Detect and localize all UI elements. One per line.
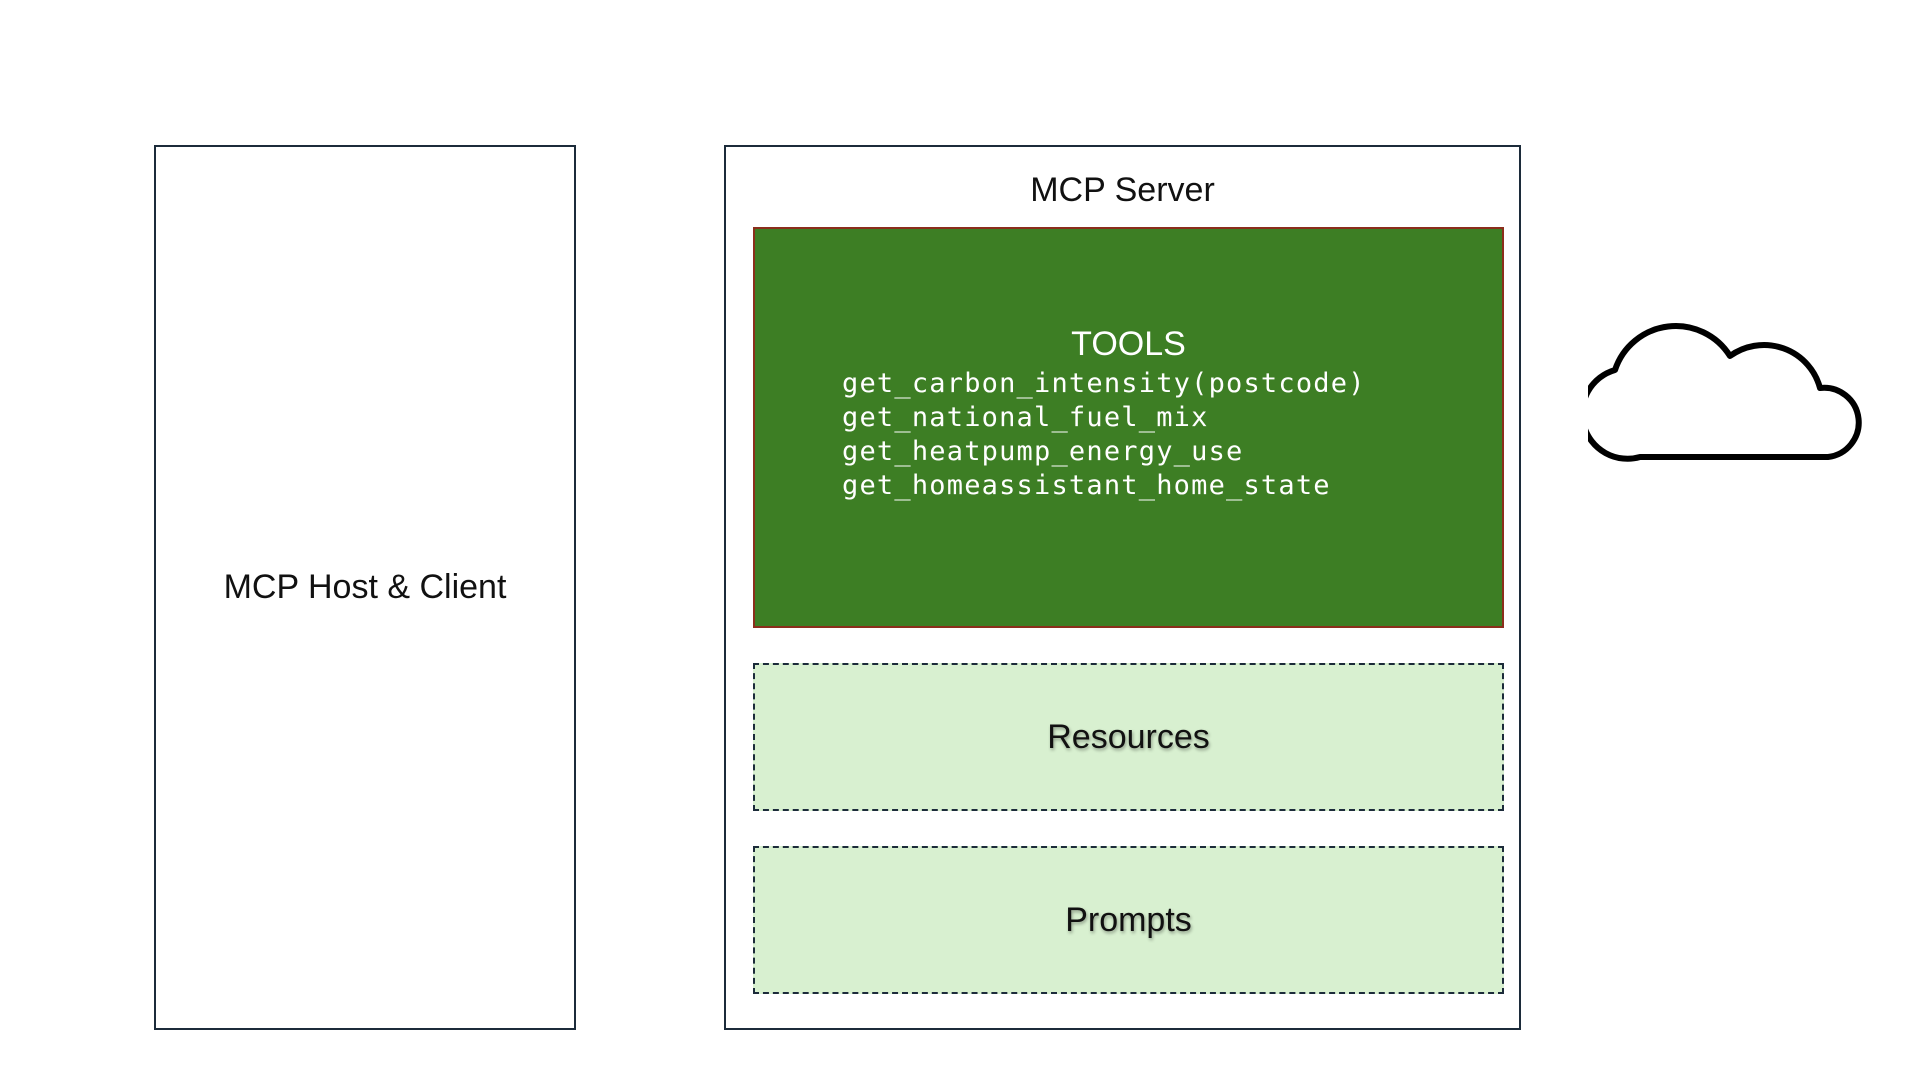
prompts-label: Prompts [1065, 900, 1192, 939]
tool-item: get_national_fuel_mix [842, 402, 1209, 433]
tool-item: get_carbon_intensity(postcode) [842, 368, 1366, 399]
tools-title: TOOLS [1071, 325, 1186, 363]
mcp-server-box: MCP Server [724, 145, 1521, 1030]
cloud-icon [1588, 323, 1862, 462]
resources-label: Resources [1047, 717, 1210, 756]
tool-item: get_homeassistant_home_state [842, 470, 1331, 501]
tool-list: get_carbon_intensity(postcode) get_natio… [842, 367, 1366, 503]
mcp-server-title: MCP Server [1030, 171, 1215, 209]
tools-box: TOOLS get_carbon_intensity(postcode) get… [753, 227, 1504, 628]
mcp-host-client-label: MCP Host & Client [223, 568, 507, 606]
prompts-box: Prompts [753, 846, 1504, 994]
resources-box: Resources [753, 663, 1504, 811]
tool-item: get_heatpump_energy_use [842, 436, 1244, 467]
mcp-host-client-box: MCP Host & Client [154, 145, 576, 1030]
